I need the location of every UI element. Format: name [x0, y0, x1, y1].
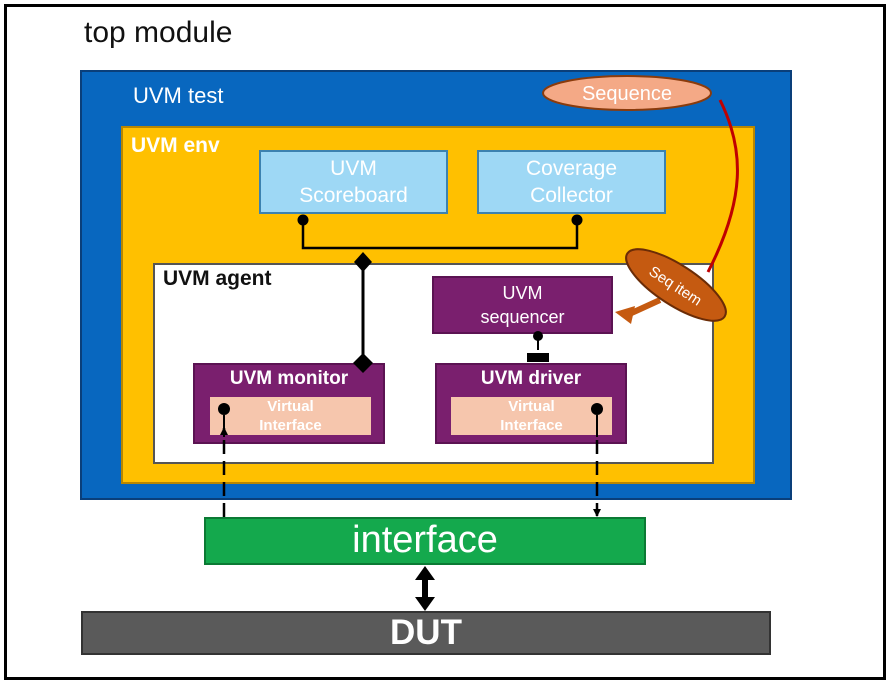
scoreboard-line2: Scoreboard	[299, 184, 408, 207]
dut-box: DUT	[81, 611, 771, 655]
coverage-collector-box: Coverage Collector	[477, 150, 666, 214]
uvm-sequencer-box: UVM sequencer	[432, 276, 613, 334]
interface-dut-arrow-up	[415, 566, 435, 580]
driver-vif-line1: Virtual	[508, 398, 555, 415]
sequence-ellipse	[542, 75, 712, 111]
sequence-to-seq-item-line	[706, 99, 739, 273]
uvm-monitor-label: UVM monitor	[229, 368, 349, 389]
monitor-vif-port	[218, 403, 230, 415]
driver-seq-item-port	[527, 353, 549, 362]
coverage-line1: Coverage	[525, 157, 618, 180]
driver-vif-port	[591, 403, 603, 415]
interface-box: interface	[204, 517, 646, 565]
monitor-vif-line2: Interface	[259, 417, 322, 434]
uvm-driver-label: UVM driver	[480, 368, 582, 389]
monitor-vif-line1: Virtual	[267, 398, 314, 415]
scoreboard-connector	[301, 220, 579, 250]
driver-virtual-interface: Virtual Interface	[449, 395, 614, 437]
scoreboard-export-port	[297, 214, 309, 226]
scoreboard-line1: UVM	[330, 157, 377, 180]
top-module-title: top module	[84, 16, 233, 49]
uvm-scoreboard-box: UVM Scoreboard	[259, 150, 448, 214]
interface-dut-arrow-down	[415, 597, 435, 611]
sequencer-export-port	[533, 331, 543, 341]
monitor-virtual-interface: Virtual Interface	[208, 395, 373, 437]
uvm-agent-label: UVM agent	[163, 267, 272, 290]
analysis-junction-diamond	[354, 252, 372, 272]
coverage-line2: Collector	[530, 184, 613, 207]
sequencer-line2: sequencer	[480, 307, 565, 327]
driver-vif-line2: Interface	[500, 417, 563, 434]
seq-item-ellipse	[625, 248, 727, 322]
sequence-label: Sequence	[582, 83, 672, 105]
uvm-test-label: UVM test	[133, 83, 224, 108]
uvm-env-label: UVM env	[131, 134, 220, 157]
coverage-export-port	[571, 214, 583, 226]
sequencer-line1: UVM	[502, 283, 543, 303]
monitor-analysis-port-diamond	[353, 353, 373, 373]
seq-item-arrow-shaft	[623, 297, 662, 319]
